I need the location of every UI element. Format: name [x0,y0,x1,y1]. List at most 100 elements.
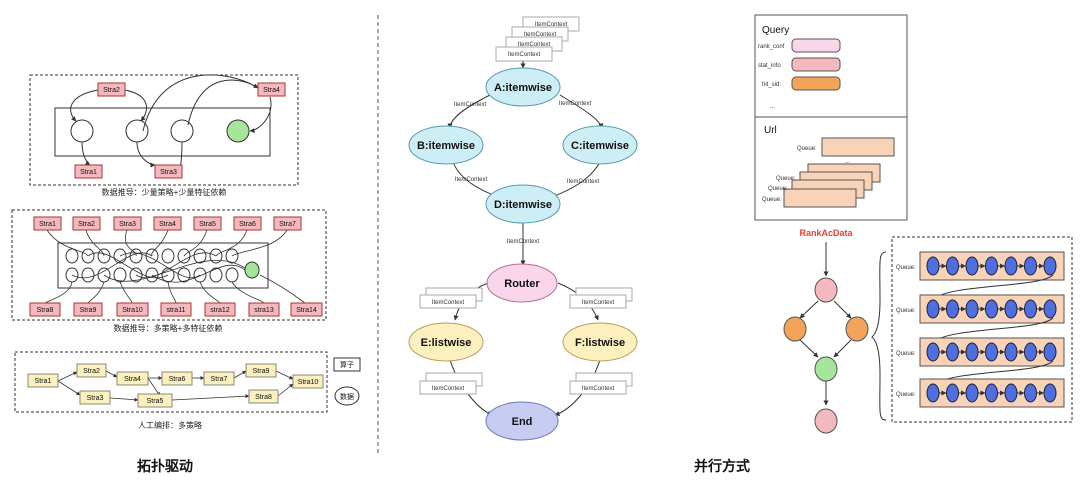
queue-node [985,256,998,276]
node-b: B:itemwise [417,140,475,152]
p3-caption: 人工编排：多策略 [138,420,202,430]
node-d: D:itemwise [494,199,552,211]
p1-stra2: Stra2 [103,87,120,94]
p2-top-3: Stra3 [119,221,136,228]
p2-bottom-3: Stra10 [122,307,143,314]
url-queue-2: Queue: [768,186,788,192]
queue-node [1004,342,1018,362]
edge-d-router: ItemContext [507,239,540,245]
queue-node [1004,299,1018,319]
p3-stra2: Stra2 [83,368,100,375]
p3-stra9: Stra9 [253,368,270,375]
stack-top-4: ItemContext [508,52,541,58]
node-c: C:itemwise [571,140,629,152]
p3-stra3: Stra3 [87,395,104,402]
queue-node [926,342,940,362]
node-e: E:listwise [421,337,472,349]
query-title: Query [762,25,789,36]
stack-f-out: ItemContext [582,386,615,392]
edge-b-d: ItemContext [455,177,488,183]
stack-f-in: ItemContext [582,300,615,306]
p2-bottom-7: Stra14 [296,307,317,314]
queue-node [926,256,940,276]
p2-caption: 数据推导：多策略+多特征依赖 [114,323,223,333]
queue-node [1024,342,1037,362]
stack-e-out: ItemContext [432,386,465,392]
queue-node [965,342,979,362]
queue-node [965,383,979,403]
queue-node [926,299,940,319]
right-title: 并行方式 [694,458,750,474]
topology-panel-1: Stra2 Stra4 Stra1 Stra3 数据推导：少量策略+少量特征依赖 [29,74,299,197]
p3-stra1: Stra1 [35,378,52,385]
edge-c-d: ItemContext [567,179,600,185]
queue-node [1004,383,1018,403]
edge-a-b: ItemContext [454,102,487,108]
p2-bottom-1: Stra8 [37,307,54,314]
stack-top-3: ItemContext [518,42,551,48]
node-router: Router [504,278,540,290]
legend-operator: 算子 [340,360,354,369]
url-title: Url [764,125,777,136]
queue-node [1043,299,1057,319]
node-end: End [512,416,533,428]
url-queue-1: Queue: [776,176,796,182]
p2-bottom-5: stra12 [210,307,230,314]
stack-top-1: ItemContext [535,22,568,28]
query-field-4: ... [770,104,775,110]
queue-node [985,342,998,362]
p3-stra5: Stra5 [147,398,164,405]
queue-node [1004,256,1018,276]
p1-stra1: Stra1 [80,169,97,176]
node-f: F:listwise [575,337,625,349]
topology-panel-2: Stra1 Stra2 Stra3 Stra4 Stra5 Stra6 Stra… [11,209,327,333]
queue-label-4: Queue: [896,392,916,398]
p2-top-4: Stra4 [159,221,176,228]
url-dots: ... [845,159,850,165]
p1-stra3: Stra3 [160,169,177,176]
stack-top-2: ItemContext [524,32,557,38]
legend-data: 数据 [340,392,354,401]
queue-node [965,256,979,276]
queue-node [1024,383,1037,403]
node-a: A:itemwise [494,82,552,94]
url-queue-3: Queue: [762,197,782,203]
p3-stra10: Stra10 [298,379,319,386]
left-title: 拓扑驱动 [137,458,193,474]
p2-top-7: Stra7 [279,221,296,228]
url-queue-top: Queue: [797,146,817,152]
p2-top-6: Stra6 [239,221,256,228]
queue-label-2: Queue: [896,308,916,314]
p2-bottom-6: stra13 [254,307,274,314]
p2-bottom-2: Stra9 [80,307,97,314]
query-field-1: rank_conf [758,44,785,50]
p1-caption: 数据推导：少量策略+少量特征依赖 [102,187,227,197]
p1-stra4: Stra4 [263,87,280,94]
queue-node [965,299,979,319]
p2-bottom-labels: Stra8 Stra9 Stra10 stra11 stra12 stra13 … [29,302,323,317]
queue-node [946,342,959,362]
queue-node [985,383,998,403]
parallel-section: Query rank_conf stat_info hit_sid: ... U… [754,14,1073,434]
queue-node [1043,256,1057,276]
p2-top-1: Stra1 [39,221,56,228]
p3-stra8: Stra8 [255,394,272,401]
p2-top-5: Stra5 [199,221,216,228]
p2-top-2: Stra2 [78,221,95,228]
queue-node [985,299,998,319]
p3-stra6: Stra6 [169,376,186,383]
queue-label-3: Queue: [896,351,916,357]
edge-a-c: ItemContext [559,101,592,107]
p3-stra7: Stra7 [211,376,228,383]
queue-node [926,383,940,403]
stack-e-in: ItemContext [432,300,465,306]
p3-stra4: Stra4 [124,376,141,383]
queue-node [1024,256,1037,276]
queue-node [1024,299,1037,319]
query-field-2: stat_info [758,63,781,69]
rank-label: RankAcData [799,228,853,238]
queue-label-1: Queue: [896,265,916,271]
p2-top-labels: Stra1 Stra2 Stra3 Stra4 Stra5 Stra6 Stra… [33,216,302,231]
queue-node [1043,383,1057,403]
